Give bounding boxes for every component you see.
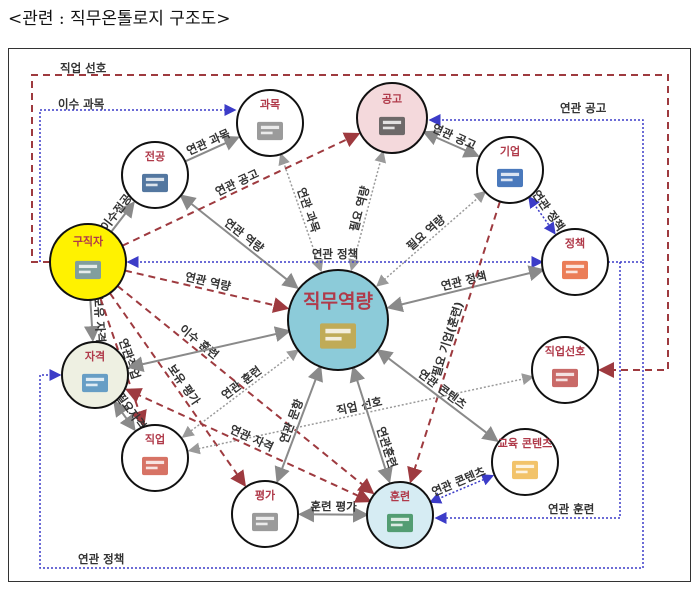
edge-seeker-training xyxy=(116,285,375,495)
node-major[interactable]: 전공 xyxy=(121,141,189,209)
edge-seeker-posting xyxy=(121,132,361,247)
edge-policy-competency xyxy=(386,265,545,313)
preference-icon xyxy=(552,368,578,388)
node-job[interactable]: 직업 xyxy=(121,424,189,492)
node-label: 교육 콘텐츠 xyxy=(498,436,552,450)
edge-competency-training xyxy=(349,365,393,484)
edge-label: 연관 과목 xyxy=(184,126,232,158)
receipt-icon xyxy=(252,512,278,532)
edge-label: 연관 과목 xyxy=(294,186,322,235)
edge-related-posting-route xyxy=(428,114,644,263)
page-title: <관련 : 직무온톨로지 구조도> xyxy=(8,9,231,29)
edge-label: 이수 과목 xyxy=(58,97,105,111)
node-label: 기업 xyxy=(500,144,520,158)
node-seeker[interactable]: 구직자 xyxy=(49,223,127,301)
book-icon xyxy=(320,323,356,349)
node-label: 훈련 xyxy=(390,489,410,503)
edge-seeker-competency xyxy=(124,269,290,313)
node-label: 전공 xyxy=(145,149,165,163)
node-jobpref[interactable]: 직업선호 xyxy=(531,336,599,404)
diagram-frame xyxy=(8,48,691,582)
edge-posting-company xyxy=(422,130,480,158)
node-label: 직업선호 xyxy=(545,344,585,358)
edge-label: 연관 문항 xyxy=(277,397,307,446)
node-license[interactable]: 자격 xyxy=(61,341,129,409)
edge-label: 필요 역량 xyxy=(347,184,373,233)
edge-label: 연관 훈련 xyxy=(219,363,264,402)
node-content[interactable]: 교육 콘텐츠 xyxy=(491,428,559,496)
node-label: 정책 xyxy=(565,236,585,250)
node-subject[interactable]: 과목 xyxy=(236,89,304,157)
edge-related-policy-bottom-route xyxy=(39,262,644,569)
edge-seeker-major xyxy=(110,201,135,233)
certificate-icon xyxy=(257,121,283,141)
edge-label: 연관 정책 xyxy=(529,188,567,234)
edge-training-license xyxy=(124,388,372,503)
node-label: 공고 xyxy=(382,92,402,105)
edge-label: 직업 선호 xyxy=(60,61,107,75)
edge-competency-license xyxy=(127,326,292,372)
edge-competency-content xyxy=(376,349,499,443)
trainer-icon xyxy=(387,513,413,533)
graduate-icon xyxy=(142,173,168,193)
node-competency[interactable]: 직무역량 xyxy=(287,269,389,371)
node-label: 평가 xyxy=(255,488,275,502)
node-label: 직업 xyxy=(145,432,165,446)
edge-major-subject xyxy=(184,135,240,163)
education-content-icon xyxy=(512,460,538,480)
edge-label: 연관 공고 xyxy=(560,101,607,115)
edge-posting-competency xyxy=(348,150,387,272)
edge-job-preference-route xyxy=(31,74,669,378)
edge-label: 연관 역량 xyxy=(222,215,267,255)
edge-major-competency xyxy=(179,194,299,289)
edge-label: 연관 공고 xyxy=(430,121,478,153)
node-company[interactable]: 기업 xyxy=(476,136,544,204)
node-eval[interactable]: 평가 xyxy=(231,480,299,548)
edge-training-content xyxy=(429,474,495,504)
edge-company-policy xyxy=(528,195,556,235)
building-icon xyxy=(497,168,523,188)
document-icon xyxy=(562,260,588,280)
edge-label: 보유 평가 xyxy=(165,362,203,408)
worker-icon xyxy=(142,456,168,476)
node-label: 직무역량 xyxy=(303,291,373,313)
edge-label: 보유 자격 xyxy=(91,296,108,343)
edge-seeker-license xyxy=(83,299,100,343)
edge-label: 연관 자격 xyxy=(228,422,276,454)
edge-label: 훈련 평가 xyxy=(310,499,357,513)
node-circle xyxy=(287,269,389,371)
edge-label: 연관 정책 xyxy=(312,247,358,261)
node-training[interactable]: 훈련 xyxy=(366,481,434,549)
node-posting[interactable]: 공고 xyxy=(356,82,428,154)
node-label: 자격 xyxy=(85,349,105,363)
job-search-icon xyxy=(379,116,405,136)
resume-folder-icon xyxy=(75,260,101,280)
license-icon xyxy=(82,373,108,393)
edge-subject-competency xyxy=(278,152,324,273)
node-label: 구직자 xyxy=(73,234,104,248)
edge-label: 연관 정책 xyxy=(78,552,124,566)
edge-related-training-route xyxy=(434,262,621,524)
node-label: 과목 xyxy=(260,97,280,111)
node-policy[interactable]: 정책 xyxy=(541,228,609,296)
edge-label: 필요 역량 xyxy=(404,212,448,253)
edge-label: 연관 훈련 xyxy=(548,502,594,516)
edge-taken-subject-route xyxy=(39,104,237,262)
